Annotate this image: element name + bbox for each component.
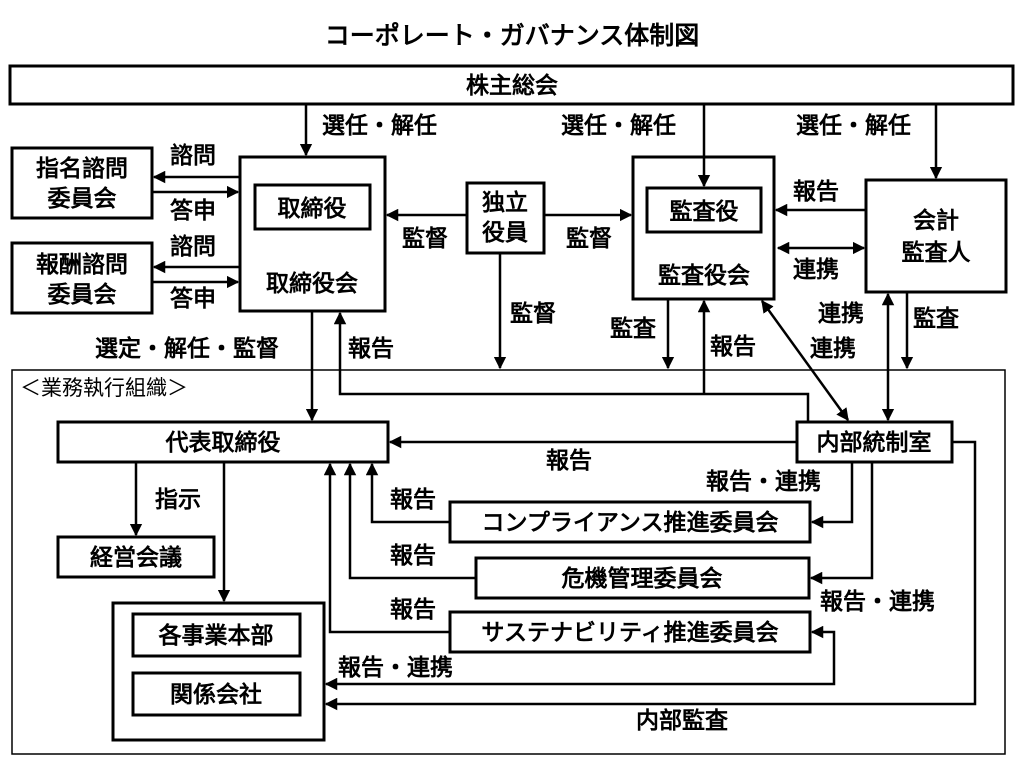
label-report-ic: 報告 (546, 447, 592, 474)
arrow-ic-risk (809, 462, 874, 585)
management-meeting-node: 経営会議 (56, 535, 216, 579)
accounting-auditor-line1: 会計 (913, 207, 959, 234)
compliance-committee-label: コンプライアンス推進委員会 (482, 509, 779, 536)
label-answer-1: 答申 (170, 197, 216, 224)
label-report-compliance: 報告 (390, 486, 436, 513)
independent-officers-node: 独立 役員 (465, 181, 546, 255)
board-of-directors-node: 取締役 取締役会 (238, 155, 387, 313)
nomination-committee-line1: 指名諮問 (36, 155, 128, 182)
remuneration-committee-line2: 委員会 (47, 281, 117, 308)
label-internal-audit: 内部監査 (636, 707, 728, 734)
label-report-coop-1: 報告・連携 (706, 468, 821, 495)
sustainability-committee-node: サステナビリティ推進委員会 (448, 610, 812, 654)
label-consult-2: 諮問 (170, 233, 216, 260)
arrow-internal-audit (324, 440, 977, 711)
independent-officers-line2: 役員 (482, 220, 528, 246)
remuneration-committee-line1: 報酬諮問 (36, 251, 128, 278)
auditors-label: 監査役 (670, 199, 739, 225)
connectors (129, 104, 977, 711)
arrow-coop-auditors-ic (760, 299, 850, 422)
label-supervise-1: 監督 (402, 226, 448, 252)
label-audit-2: 監査 (913, 306, 959, 332)
ceo-node: 代表取締役 (56, 420, 390, 464)
affiliates-label: 関係会社 (170, 681, 262, 708)
label-supervise-3: 監督 (510, 301, 556, 327)
label-report-coop-2: 報告・連携 (820, 588, 935, 615)
label-report-accounting: 報告 (793, 178, 839, 205)
label-coop-a: 連携 (818, 300, 864, 327)
label-appoint-3: 選任・解任 (796, 112, 911, 139)
compliance-committee-node: コンプライアンス推進委員会 (448, 500, 812, 544)
label-appoint-2: 選任・解任 (561, 112, 676, 139)
label-appoint-1: 選任・解任 (322, 112, 437, 139)
connector-labels: 選任・解任 選任・解任 選任・解任 諮問 答申 諮問 答申 監督 監督 監督 報… (95, 112, 959, 734)
diagram-title: コーポレート・ガバナンス体制図 (325, 21, 700, 50)
label-consult-1: 諮問 (170, 142, 216, 169)
label-supervise-2: 監督 (566, 226, 612, 252)
label-answer-2: 答申 (170, 285, 216, 312)
business-divisions-label: 各事業本部 (158, 622, 274, 649)
nomination-committee-node: 指名諮問 委員会 (10, 146, 154, 220)
nomination-committee-line2: 委員会 (47, 185, 117, 212)
board-of-auditors-label: 監査役会 (658, 262, 750, 289)
label-select-dismiss-supervise: 選定・解任・監督 (95, 335, 279, 362)
label-coop-accounting: 連携 (793, 256, 839, 283)
ceo-label: 代表取締役 (165, 429, 281, 456)
business-organization-frame: ＜業務執行組織＞ (11, 369, 1006, 755)
arrow-ic-compliance (810, 462, 854, 529)
arrow-ic-report-board (333, 311, 810, 422)
business-organization-label: ＜業務執行組織＞ (20, 376, 188, 400)
label-report-sustainability: 報告 (390, 596, 436, 623)
label-instruct: 指示 (155, 487, 201, 513)
sustainability-committee-label: サステナビリティ推進委員会 (481, 619, 778, 646)
label-coop-b: 連携 (810, 335, 856, 362)
label-report-auditors: 報告 (710, 333, 756, 360)
independent-officers-line1: 独立 (482, 189, 528, 216)
internal-control-label: 内部統制室 (817, 429, 932, 456)
arrow-compliance-report (365, 462, 450, 524)
shareholders-label: 株主総会 (466, 72, 558, 99)
accounting-auditor-line2: 監査人 (902, 240, 972, 266)
risk-committee-node: 危機管理委員会 (474, 556, 811, 600)
arrow-risk-report (343, 462, 476, 580)
directors-label: 取締役 (278, 195, 347, 222)
arrow-sustainability-business (324, 625, 836, 691)
business-group-node: 各事業本部 関係会社 (111, 601, 326, 742)
label-report-coop-3: 報告・連携 (338, 654, 453, 681)
remuneration-committee-node: 報酬諮問 委員会 (10, 241, 154, 315)
label-report-risk: 報告 (390, 542, 436, 569)
risk-committee-label: 危機管理委員会 (562, 565, 723, 592)
management-meeting-label: 経営会議 (90, 544, 182, 571)
shareholders-node: 株主総会 (8, 64, 1015, 106)
board-of-directors-label: 取締役会 (266, 270, 358, 297)
internal-control-node: 内部統制室 (795, 420, 954, 464)
label-report-board: 報告 (348, 335, 394, 362)
accounting-auditor-node: 会計 監査人 (864, 178, 1008, 294)
label-audit-1: 監査 (610, 316, 656, 342)
